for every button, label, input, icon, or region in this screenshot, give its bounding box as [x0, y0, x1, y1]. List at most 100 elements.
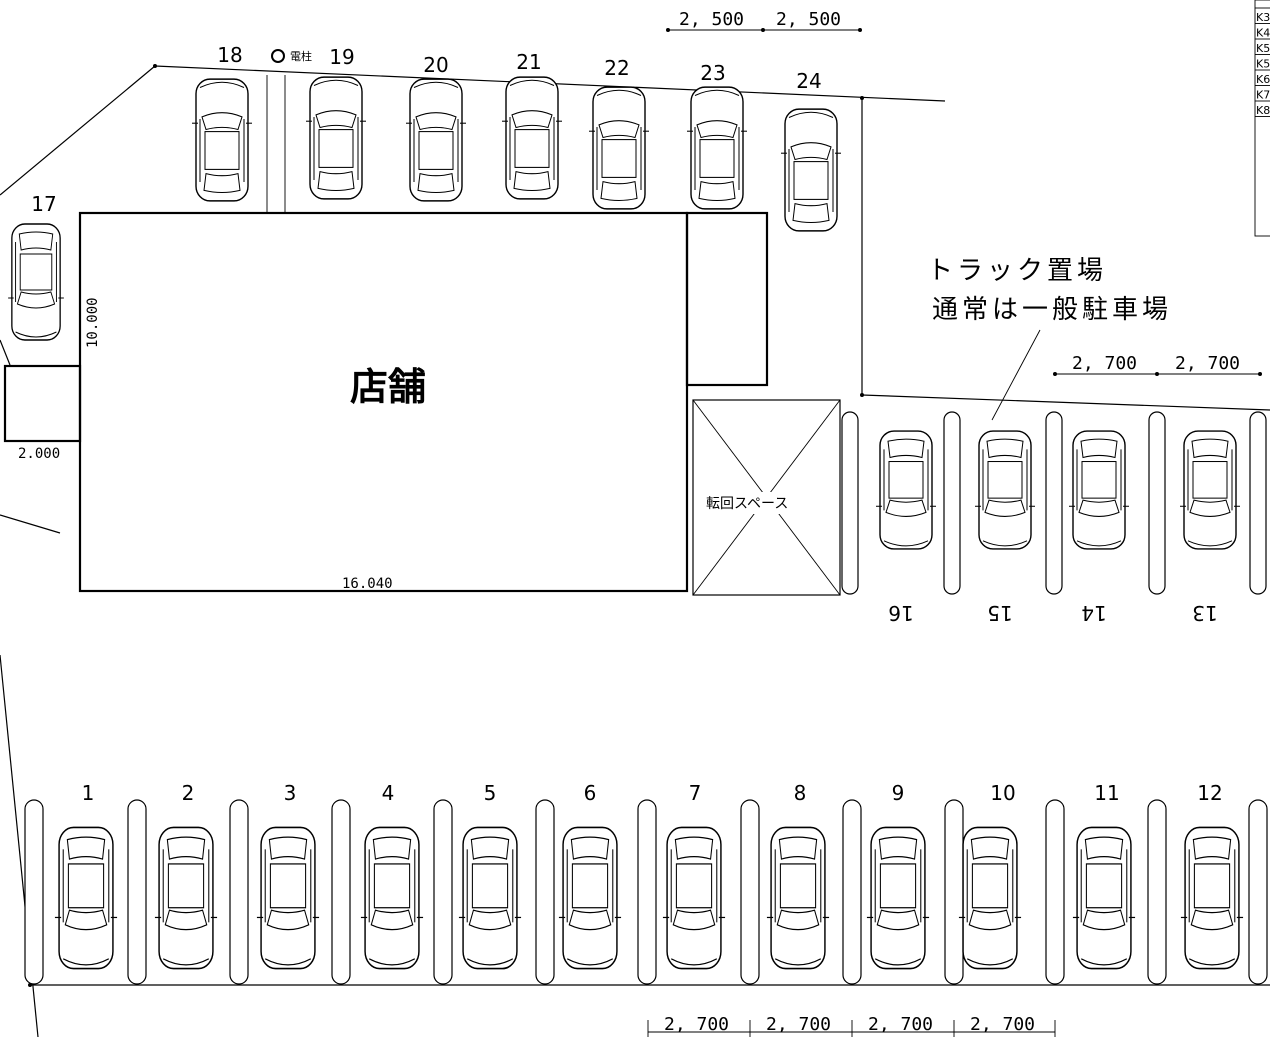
dimension-bottom-2: 2, 700 [766, 1014, 831, 1035]
divider [944, 799, 964, 985]
divider [1249, 411, 1267, 595]
utility-pole-label: 電柱 [290, 49, 312, 63]
parking-space-14 [1069, 430, 1129, 550]
parking-space-13 [1180, 430, 1240, 550]
parking-space-12 [1180, 826, 1244, 970]
parking-space-18 [192, 78, 252, 202]
parking-space-16 [876, 430, 936, 550]
truck-note-line2: 通常は一般駐車場 [932, 295, 1172, 325]
truck-note: トラック置場 通常は一般駐車場 [927, 256, 1172, 421]
store-label: 店舗 [350, 365, 426, 409]
divider [637, 799, 657, 985]
divider [943, 411, 961, 595]
space-number-12: 12 [1197, 781, 1222, 805]
space-number-7: 7 [689, 781, 702, 805]
divider [740, 799, 760, 985]
divider [127, 799, 147, 985]
dimension-right: 2, 700 2, 700 [1053, 353, 1262, 376]
space-number-22: 22 [604, 56, 629, 80]
parking-space-19 [306, 76, 366, 200]
dimension-bottom-3: 2, 700 [868, 1014, 933, 1035]
utility-pole: 電柱 [271, 49, 312, 63]
dimension-bottom-4: 2, 700 [970, 1014, 1035, 1035]
divider [1147, 799, 1167, 985]
space-number-17: 17 [31, 192, 56, 216]
parking-space-1 [54, 826, 118, 970]
dimension-bottom: 2, 700 2, 700 2, 700 2, 700 [647, 1014, 1056, 1037]
space-number-16: 16 [888, 601, 913, 625]
divider [1148, 411, 1166, 595]
divider [24, 799, 44, 985]
turnaround-label: 転回スペース [706, 496, 788, 512]
space-number-19: 19 [329, 45, 354, 69]
divider [1045, 799, 1065, 985]
divider [841, 411, 859, 595]
dimension-top-1: 2, 500 [679, 9, 744, 30]
parking-space-22 [589, 86, 649, 210]
legend-row-3: K5 [1256, 58, 1270, 71]
legend-row-6: K8 [1256, 104, 1270, 117]
parking-space-15 [975, 430, 1035, 550]
legend-row-5: K7 [1256, 89, 1270, 102]
divider [433, 799, 453, 985]
space-number-4: 4 [382, 781, 395, 805]
parking-space-10 [958, 826, 1022, 970]
legend-row-1: K4 [1256, 27, 1270, 40]
annex-dimension: 2.000 [18, 446, 60, 462]
store-height-dimension: 10.000 [85, 297, 101, 348]
parking-space-23 [687, 86, 747, 210]
divider [331, 799, 351, 985]
space-number-5: 5 [484, 781, 497, 805]
dimension-right-2: 2, 700 [1175, 353, 1240, 374]
truck-note-line1: トラック置場 [927, 256, 1107, 286]
parking-space-20 [406, 78, 466, 202]
divider [1045, 411, 1063, 595]
space-number-9: 9 [892, 781, 905, 805]
space-number-23: 23 [700, 61, 725, 85]
parking-space-3 [256, 826, 320, 970]
space-number-2: 2 [182, 781, 195, 805]
dimension-top-2: 2, 500 [776, 9, 841, 30]
legend-row-4: K6 [1256, 73, 1270, 86]
parking-space-5 [458, 826, 522, 970]
store-width-dimension: 16.040 [342, 576, 393, 592]
space-number-6: 6 [584, 781, 597, 805]
dimension-right-1: 2, 700 [1072, 353, 1137, 374]
parking-space-9 [866, 826, 930, 970]
space-number-8: 8 [794, 781, 807, 805]
divider [535, 799, 555, 985]
parking-space-17 [8, 223, 64, 341]
turnaround-space: 転回スペース [692, 399, 841, 596]
divider [1248, 799, 1268, 985]
legend-row-2: K5 [1256, 42, 1270, 55]
parking-space-6 [558, 826, 622, 970]
parking-space-21 [502, 76, 562, 200]
space-number-20: 20 [423, 53, 448, 77]
space-number-1: 1 [82, 781, 95, 805]
dimension-bottom-1: 2, 700 [664, 1014, 729, 1035]
space-number-3: 3 [284, 781, 297, 805]
space-number-14: 14 [1081, 601, 1106, 625]
space-number-24: 24 [796, 69, 821, 93]
space-number-13: 13 [1192, 601, 1217, 625]
parking-space-7 [662, 826, 726, 970]
store-building: 店舗 10.000 16.040 2.000 [3, 75, 769, 593]
dividers [24, 411, 1268, 985]
space-number-11: 11 [1094, 781, 1119, 805]
parking-space-2 [154, 826, 218, 970]
parking-space-4 [360, 826, 424, 970]
parking-space-24 [781, 108, 841, 232]
space-number-15: 15 [987, 601, 1012, 625]
space-number-10: 10 [990, 781, 1015, 805]
parking-space-8 [766, 826, 830, 970]
divider [842, 799, 862, 985]
dimension-top: 2, 500 2, 500 [666, 9, 862, 32]
space-number-18: 18 [217, 43, 242, 67]
divider [229, 799, 249, 985]
utility-pole-icon [271, 49, 285, 63]
legend-row-0: K3 [1256, 11, 1270, 24]
space-number-21: 21 [516, 50, 541, 74]
